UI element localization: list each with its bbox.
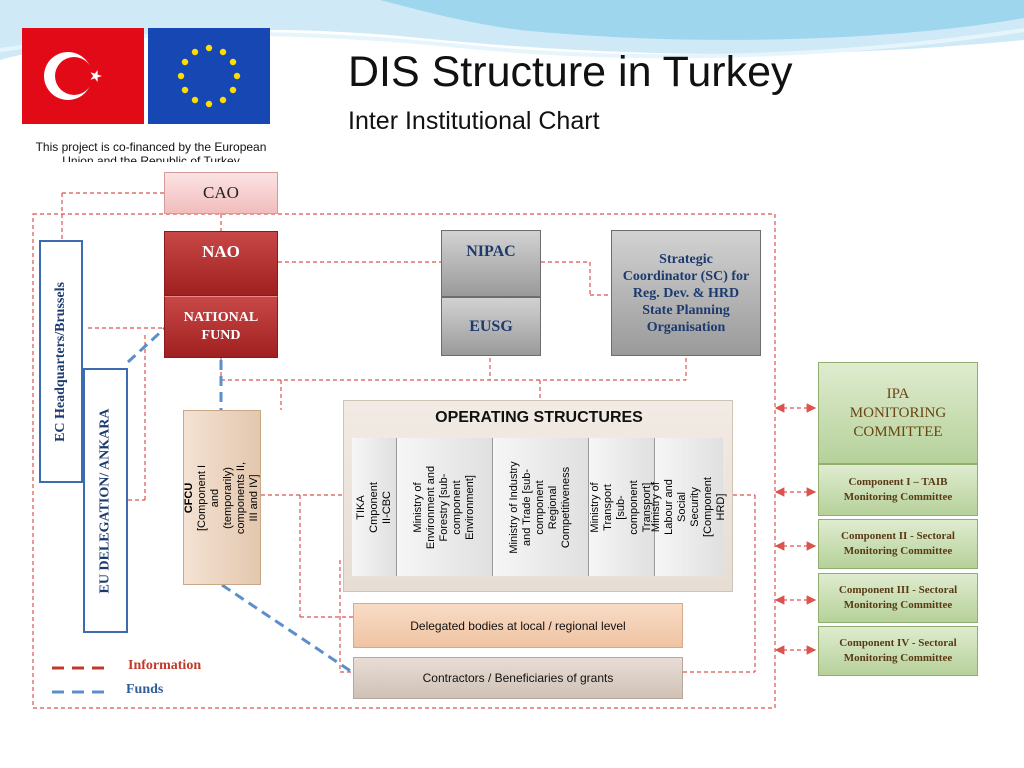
ipa-monitoring-label: IPA MONITORING COMMITTEE	[849, 385, 947, 440]
strategic-coordinator-label: Strategic Coordinator (SC) for Reg. Dev.…	[622, 251, 750, 335]
eusg-box: EUSG	[441, 297, 541, 356]
eu-flag-icon	[148, 28, 270, 124]
monitoring-committee-component-4: Component IV - Sectoral Monitoring Commi…	[818, 626, 978, 676]
eu-delegation-label: EU DELEGATION/ ANKARA	[97, 408, 113, 593]
eu-delegation-box: EU DELEGATION/ ANKARA	[83, 368, 128, 633]
operating-structures-title: OPERATING STRUCTURES	[435, 409, 643, 426]
cfcu-box: CFCU [Component I and (temporarily) comp…	[183, 410, 261, 585]
cao-box: CAO	[164, 172, 278, 214]
delegated-bodies-label: Delegated bodies at local / regional lev…	[410, 618, 626, 633]
ipa-monitoring-box: IPA MONITORING COMMITTEE	[818, 362, 978, 464]
monitoring-committee-component-3: Component III - Sectoral Monitoring Comm…	[818, 573, 978, 623]
contractors-label: Contractors / Beneficiaries of grants	[422, 671, 614, 685]
eusg-label: EUSG	[469, 317, 513, 335]
page-title: DIS Structure in Turkey	[348, 48, 793, 96]
ec-headquarters-box: EC Headquarters/Brussels	[39, 240, 83, 483]
page-subtitle: Inter Institutional Chart	[348, 107, 600, 135]
nipac-label: NIPAC	[466, 243, 516, 260]
legend-information-label: Information	[128, 658, 202, 673]
operating-column-environment: Ministry of Environment and Forestry [su…	[397, 438, 493, 576]
national-fund-box: NATIONAL FUND	[164, 296, 278, 358]
operating-column-tika: TIKA Cmponent II-CBC	[352, 438, 397, 576]
national-fund-label: NATIONAL FUND	[183, 310, 259, 343]
monitoring-committee-component-1: Component I – TAIB Monitoring Committee	[818, 464, 978, 516]
cao-label: CAO	[203, 183, 239, 202]
delegated-bodies-box: Delegated bodies at local / regional lev…	[353, 603, 683, 648]
turkey-flag-icon	[22, 28, 144, 124]
cofinance-note: This project is co-financed by the Europ…	[35, 140, 267, 162]
operating-column-labour: Ministry of Labour and Social Security […	[650, 438, 727, 576]
ec-headquarters-label: EC Headquarters/Brussels	[53, 281, 68, 442]
nao-label: NAO	[202, 242, 240, 261]
cfcu-label: CFCU	[183, 482, 195, 513]
nipac-box: NIPAC	[441, 230, 541, 297]
legend-funds-label: Funds	[126, 682, 164, 697]
contractors-box: Contractors / Beneficiaries of grants	[353, 657, 683, 699]
cfcu-detail: [Component I and (temporarily) component…	[196, 461, 260, 534]
nao-box: NAO	[164, 231, 278, 296]
strategic-coordinator-box: Strategic Coordinator (SC) for Reg. Dev.…	[611, 230, 761, 356]
monitoring-committee-component-2: Component II - Sectoral Monitoring Commi…	[818, 519, 978, 569]
operating-column-transport: Ministry of Transport [sub-component Tra…	[589, 438, 655, 576]
operating-column-industry: Ministry of Industry and Trade [sub-comp…	[493, 438, 589, 576]
